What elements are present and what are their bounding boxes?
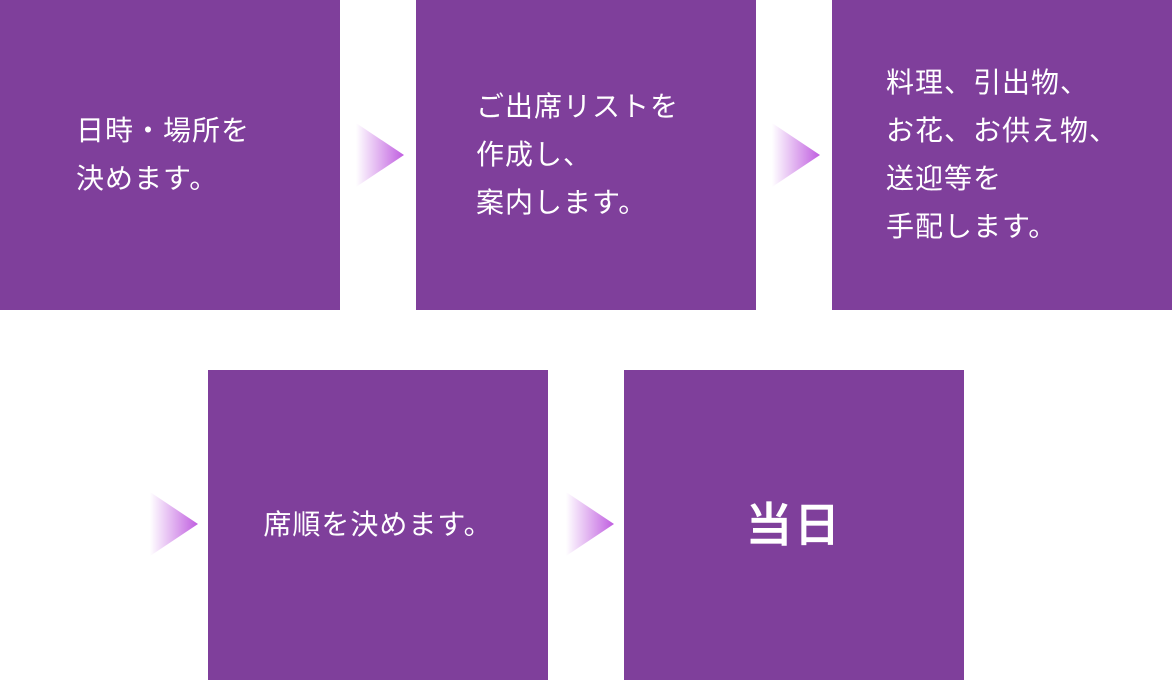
step-2-line-1: ご出席リストを — [476, 90, 680, 123]
step-4-text: 席順を決めます。 — [263, 501, 492, 549]
arrow-right-icon — [150, 492, 198, 556]
step-1-text: 日時・場所を 決めます。 — [76, 107, 250, 203]
step-2-line-3: 案内します。 — [476, 186, 648, 219]
step-3-line-4: 手配します。 — [886, 210, 1058, 243]
step-5-line-1: 当日 — [746, 498, 842, 552]
arrow-right-icon — [356, 123, 404, 187]
step-3-line-2: お花、お供え物、 — [886, 114, 1119, 147]
step-4-line-1: 席順を決めます。 — [263, 508, 493, 541]
step-3-box: 料理、引出物、 お花、お供え物、 送迎等を 手配します。 — [832, 0, 1172, 310]
step-5-box: 当日 — [624, 370, 964, 680]
step-2-text: ご出席リストを 作成し、 案内します。 — [476, 83, 679, 227]
step-3-line-1: 料理、引出物、 — [886, 66, 1090, 99]
step-2-box: ご出席リストを 作成し、 案内します。 — [416, 0, 756, 310]
arrow-right-icon — [566, 492, 614, 556]
step-4-box: 席順を決めます。 — [208, 370, 548, 680]
step-1-line-2: 決めます。 — [76, 162, 219, 195]
step-3-line-3: 送迎等を — [886, 162, 1003, 195]
step-1-line-1: 日時・場所を — [76, 114, 251, 147]
step-2-line-2: 作成し、 — [476, 138, 593, 171]
step-3-text: 料理、引出物、 お花、お供え物、 送迎等を 手配します。 — [886, 59, 1118, 251]
step-5-text: 当日 — [746, 501, 842, 549]
step-1-box: 日時・場所を 決めます。 — [0, 0, 340, 310]
arrow-right-icon — [772, 123, 820, 187]
